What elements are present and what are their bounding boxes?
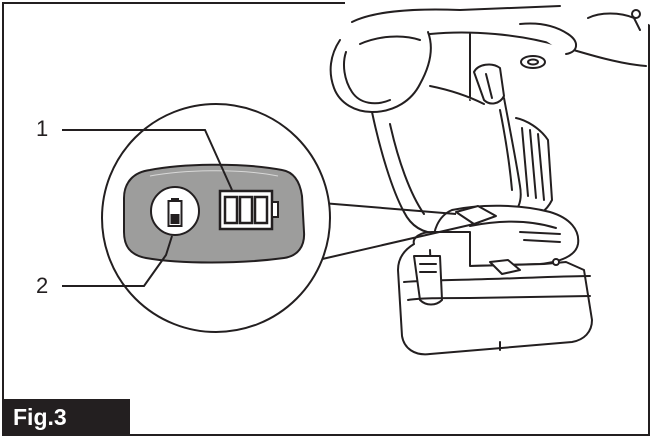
battery-check-button-icon	[150, 186, 200, 236]
callout-leaders	[62, 129, 233, 287]
indicator-panel-on-tool	[455, 205, 497, 225]
magnifier-connector	[317, 202, 475, 261]
battery-indicator-icon	[218, 189, 279, 231]
callout-leader-1	[62, 129, 233, 191]
figure-label: Fig.3	[13, 404, 67, 430]
callout-number-1: 1	[36, 116, 49, 141]
magnified-view	[101, 103, 331, 333]
figure-label-box: Fig.3	[3, 399, 130, 435]
callout-leader-2	[62, 235, 173, 287]
tool-drawing	[329, 0, 652, 356]
callout-number-2: 2	[36, 273, 49, 298]
